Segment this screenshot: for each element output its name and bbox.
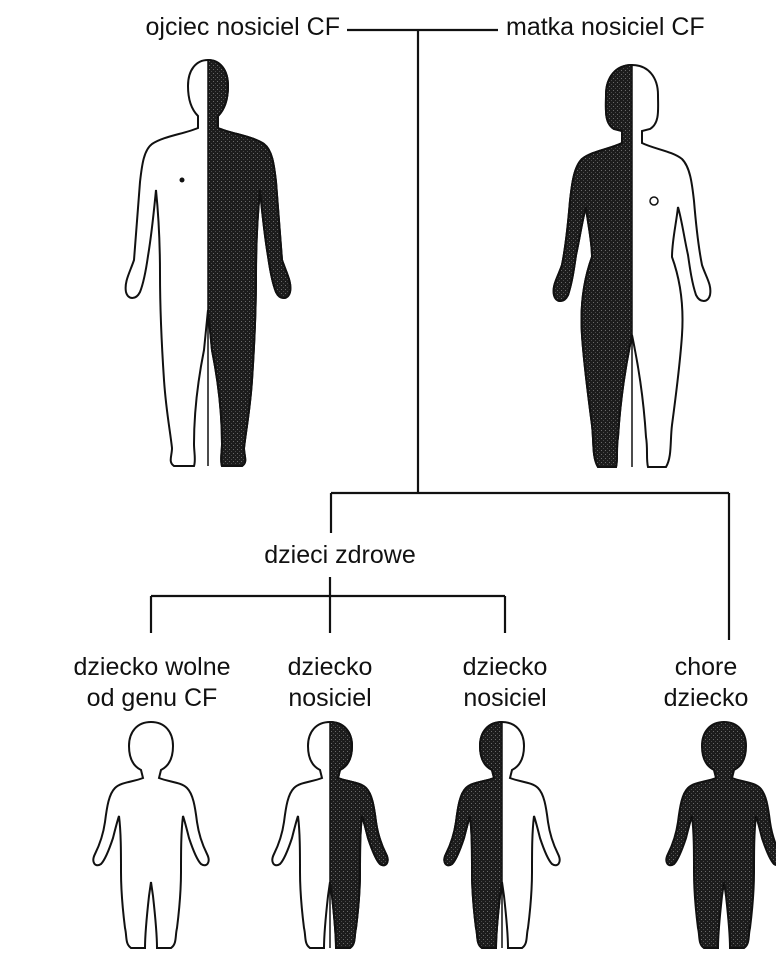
child-carrier-1-label-line1: dziecko xyxy=(250,652,410,683)
child-carrier-2-label: dziecko nosiciel xyxy=(420,652,590,714)
father-label: ojciec nosiciel CF xyxy=(60,12,340,43)
child-affected-label: chore dziecko xyxy=(636,652,776,714)
child-affected-label-line1: chore xyxy=(636,652,776,683)
mother-figure xyxy=(554,65,711,467)
child-affected-label-line2: dziecko xyxy=(636,683,776,714)
child-carrier-1-figure xyxy=(272,722,387,948)
child-carrier-1-label-line2: nosiciel xyxy=(250,683,410,714)
child-free-figure xyxy=(93,722,208,948)
father-figure xyxy=(126,60,291,466)
child-affected-figure xyxy=(666,722,776,948)
child-carrier-2-figure xyxy=(444,722,559,948)
child-carrier-2-label-line1: dziecko xyxy=(420,652,590,683)
child-carrier-2-label-line2: nosiciel xyxy=(420,683,590,714)
healthy-children-label: dzieci zdrowe xyxy=(200,540,480,571)
mother-label: matka nosiciel CF xyxy=(506,12,768,43)
child-carrier-1-label: dziecko nosiciel xyxy=(250,652,410,714)
